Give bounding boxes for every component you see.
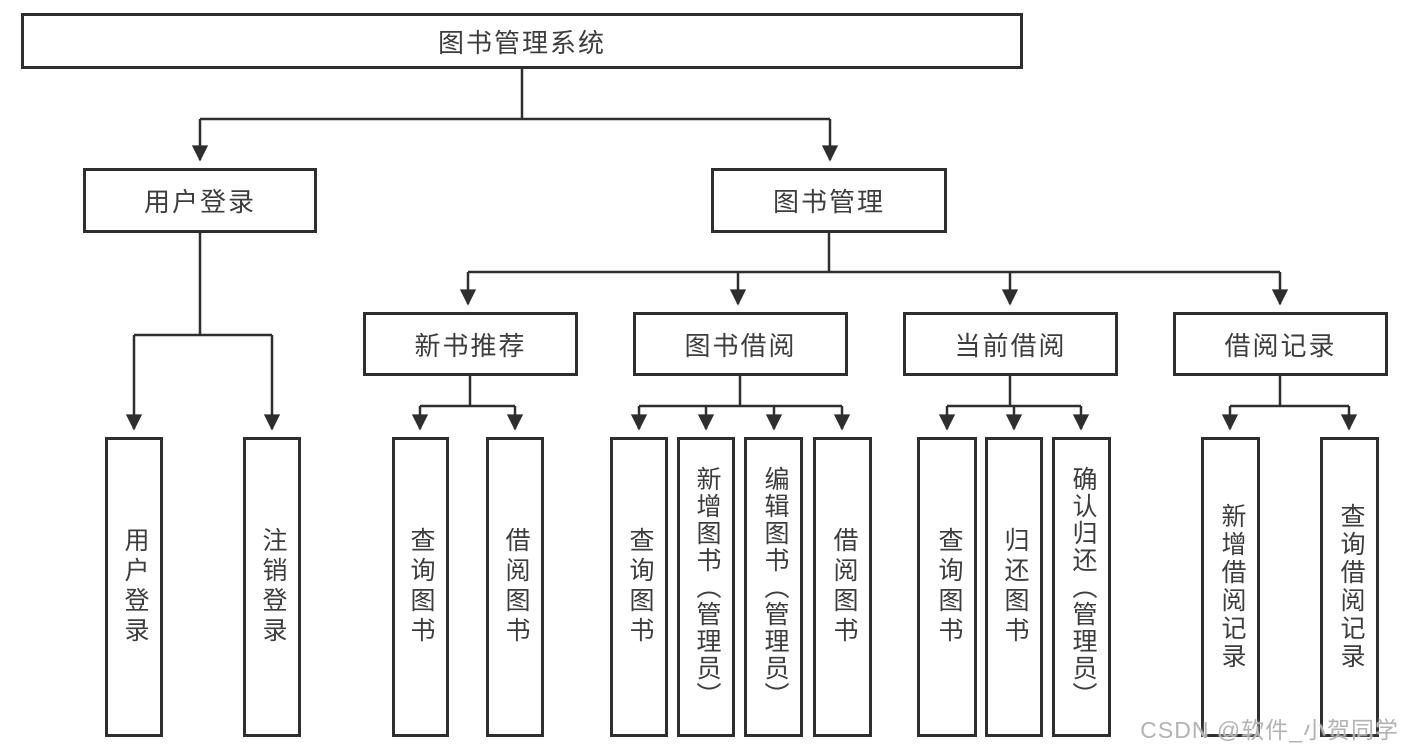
node-user-login: 用户登录 bbox=[83, 168, 317, 233]
node-book-management: 图书管理 bbox=[711, 168, 947, 233]
leaf-records-query-borrow-record: 查询借阅记录 bbox=[1320, 437, 1379, 737]
leaf-recommend-borrow-books: 借阅图书 bbox=[486, 437, 544, 737]
leaf-borrow-add-books-admin: 新增图书（管理员） bbox=[677, 437, 735, 737]
leaf-current-return-books: 归还图书 bbox=[985, 437, 1043, 737]
leaf-borrow-borrow-books: 借阅图书 bbox=[813, 437, 872, 737]
leaf-borrow-query-books: 查询图书 bbox=[610, 437, 668, 737]
leaf-current-confirm-return-admin: 确认归还（管理员） bbox=[1052, 437, 1111, 737]
node-library-management-system: 图书管理系统 bbox=[21, 13, 1023, 69]
csdn-watermark: CSDN @软件_小贺同学 bbox=[1140, 717, 1399, 743]
node-current-borrowing: 当前借阅 bbox=[903, 312, 1118, 376]
node-new-book-recommend: 新书推荐 bbox=[363, 312, 578, 376]
node-book-borrowing: 图书借阅 bbox=[633, 312, 848, 376]
leaf-current-query-books: 查询图书 bbox=[917, 437, 977, 737]
leaf-user-login: 用户登录 bbox=[105, 437, 163, 737]
leaf-logout: 注销登录 bbox=[243, 437, 301, 737]
leaf-borrow-edit-books-admin: 编辑图书（管理员） bbox=[744, 437, 803, 737]
node-borrowing-records: 借阅记录 bbox=[1173, 312, 1388, 376]
leaf-recommend-query-books: 查询图书 bbox=[392, 437, 449, 737]
leaf-records-add-borrow-record: 新增借阅记录 bbox=[1201, 437, 1260, 737]
